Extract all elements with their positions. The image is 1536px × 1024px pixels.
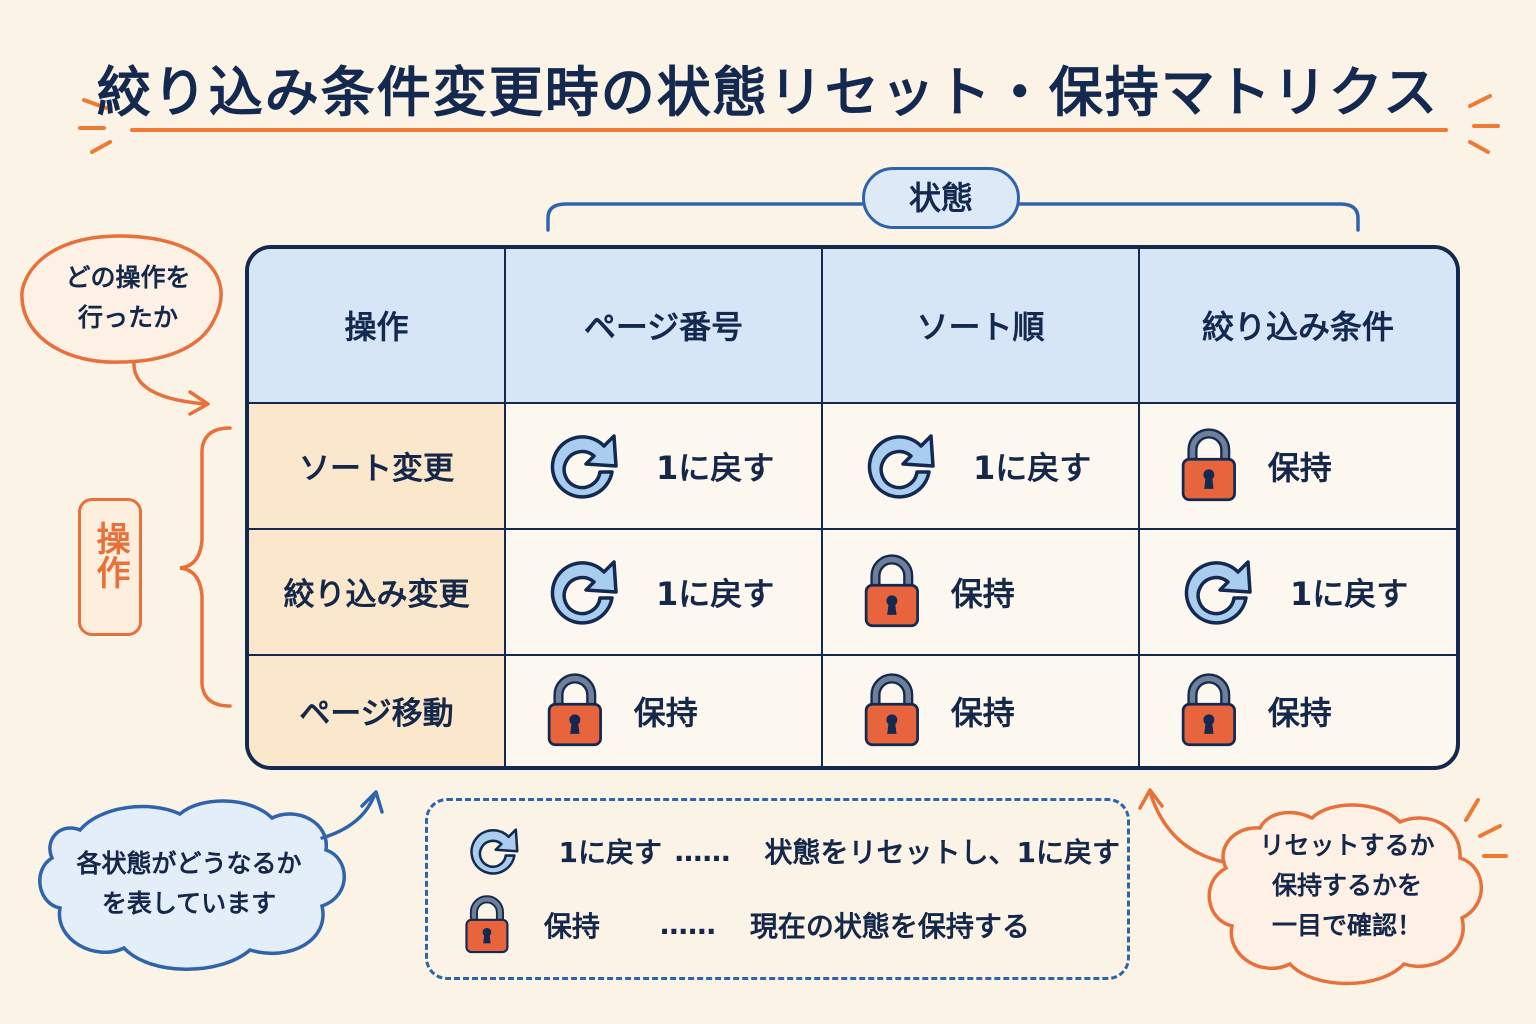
legend-dots: …… [674,834,731,868]
matrix-cell: 保持 [821,653,1140,766]
matrix-cell: 保持 [1138,401,1456,530]
title-underline [130,128,1448,132]
cell-label: 保持 [633,693,698,732]
bubble-line: 保持するかを [1271,871,1422,900]
cell-label: 保持 [1267,693,1332,732]
matrix-row: 絞り込み変更 1に戻す 保持 1に戻す [249,527,1456,656]
cell-content: 保持 [1140,656,1456,766]
legend-name: 1に戻す [558,836,662,870]
matrix-table: 操作 ページ番号 ソート順 絞り込み条件 ソート変更 1に戻す 1に戻す 保持 … [249,249,1456,766]
reset-arrow-icon [464,821,524,881]
cell-content: 1に戻す [506,404,821,528]
bubble-line: 行ったか [77,303,178,332]
bubble-line: 各状態がどうなるか [76,849,302,878]
bubble-top-left-text: どの操作を 行ったか [40,258,216,338]
cell-content: 保持 [823,530,1138,654]
legend-row: 保持 …… 現在の状態を保持する [464,895,1030,955]
arrow-bottom-right [1148,790,1226,864]
matrix-body: ソート変更 1に戻す 1に戻す 保持 絞り込み変更 1に戻す [249,401,1456,766]
matrix-cell: 1に戻す [821,401,1140,530]
matrix-cell: 保持 [504,653,823,766]
legend-dots: …… [659,908,716,942]
spark-left-icon [78,98,112,154]
bubble-bottom-left-text: 各状態がどうなるか を表しています [58,844,320,924]
state-group-label: 状態 [862,167,1020,229]
legend-desc: 現在の状態を保持する [749,909,1030,943]
matrix-row: ソート変更 1に戻す 1に戻す 保持 [249,401,1456,530]
cell-label: 1に戻す [656,574,775,613]
state-bracket [546,202,1360,232]
cell-label: 保持 [950,574,1015,613]
cell-content: 1に戻す [823,404,1138,528]
lock-icon [546,673,604,748]
column-header: ページ番号 [504,249,823,404]
legend: 1に戻す …… 状態をリセットし、1に戻す 保持 …… 現在の状態を保持する [425,798,1130,980]
cell-label: 1に戻す [973,448,1092,487]
page-title: 絞り込み条件変更時の状態リセット・保持マトリクス [96,61,1440,124]
cell-content: 保持 [1140,404,1456,528]
reset-arrow-icon [542,550,626,634]
matrix-cell: 保持 [1138,653,1456,766]
cell-label: 保持 [950,693,1015,732]
corner-header: 操作 [249,249,506,404]
cell-label: 1に戻す [1290,574,1409,613]
legend-desc: 状態をリセットし、1に戻す [764,836,1120,870]
operation-row-header: 絞り込み変更 [249,527,506,656]
operation-group-label: 操作 [78,498,142,636]
spark-right-icon [1468,94,1500,154]
cell-content: 保持 [823,656,1138,766]
bubble-bottom-left [38,799,346,971]
operation-bracket [179,426,232,708]
arrow-bottom-left [320,794,376,840]
matrix-cell: 1に戻す [504,401,823,530]
matrix-row: ページ移動 保持 保持 保持 [249,653,1456,766]
bubble-bottom-right [1207,803,1483,986]
cell-content: 保持 [506,656,821,766]
column-header: 絞り込み条件 [1138,249,1456,404]
bubble-line: どの操作を [65,263,191,292]
lock-icon [1180,673,1238,748]
matrix-cell: 保持 [821,527,1140,656]
cell-content: 1に戻す [1140,530,1456,654]
lock-icon [863,673,921,748]
bubble-line: 一目で確認！ [1271,911,1422,940]
legend-name: 保持 [543,909,600,943]
lock-icon [464,895,510,955]
state-matrix: 操作 ページ番号 ソート順 絞り込み条件 ソート変更 1に戻す 1に戻す 保持 … [245,245,1460,770]
operation-row-header: ページ移動 [249,653,506,766]
lock-icon [1180,428,1238,503]
lock-icon [863,554,921,629]
bubble-line: を表しています [101,889,277,918]
reset-arrow-icon [542,424,626,508]
reset-arrow-icon [1176,550,1260,634]
cell-label: 保持 [1267,448,1332,487]
arrow-top-left [132,360,208,406]
operation-group-text: 操作 [90,521,130,589]
cell-label: 1に戻す [656,448,775,487]
header-row: 操作 ページ番号 ソート順 絞り込み条件 [249,249,1456,404]
bubble-bottom-right-text: リセットするか 保持するかを 一目で確認！ [1232,826,1462,946]
column-header: ソート順 [821,249,1140,404]
spark-bottom-right-icon [1464,798,1508,858]
legend-row: 1に戻す …… 状態をリセットし、1に戻す [464,821,1120,881]
matrix-cell: 1に戻す [1138,527,1456,656]
matrix-cell: 1に戻す [504,527,823,656]
bubble-line: リセットするか [1259,831,1435,860]
cell-content: 1に戻す [506,530,821,654]
operation-row-header: ソート変更 [249,401,506,530]
reset-arrow-icon [859,424,943,508]
bubble-top-left [20,234,223,364]
